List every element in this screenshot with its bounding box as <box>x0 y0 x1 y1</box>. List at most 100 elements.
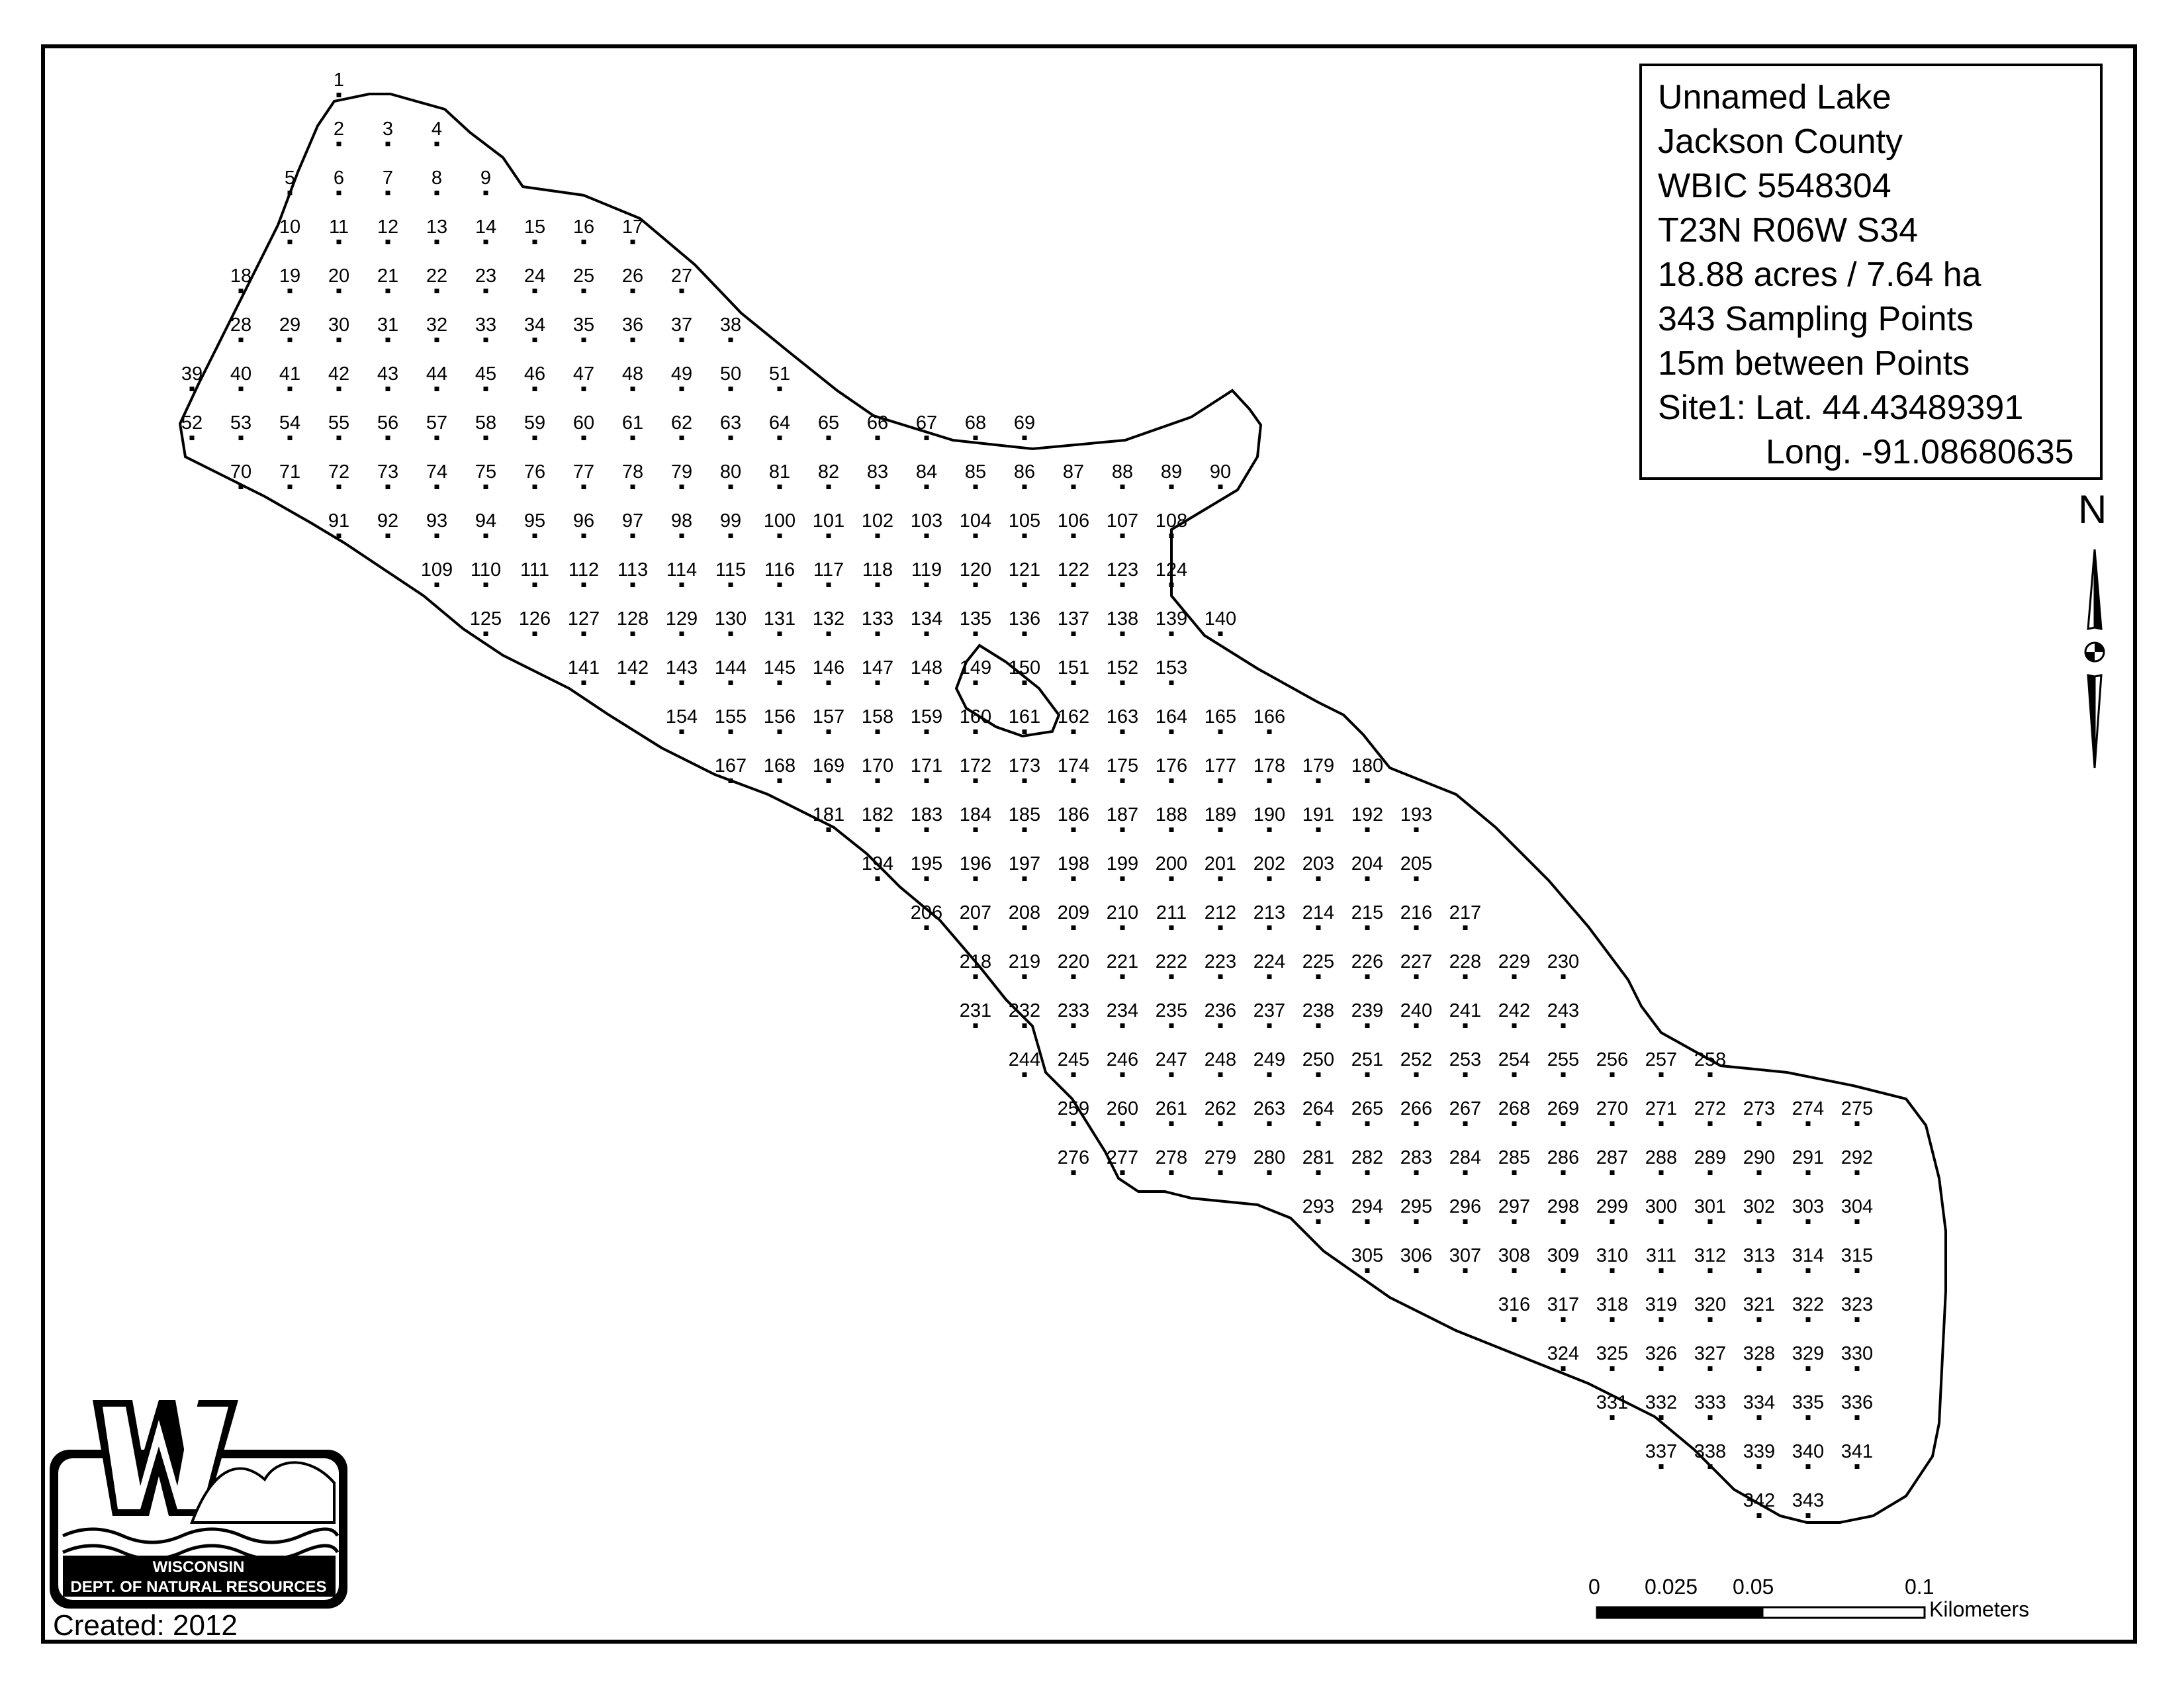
sampling-point-marker <box>1316 1023 1321 1028</box>
sampling-point-marker <box>1267 974 1272 979</box>
sampling-point-marker <box>1756 1268 1762 1273</box>
sampling-point-marker <box>924 534 929 538</box>
sampling-point-label: 113 <box>617 559 648 581</box>
sampling-point-marker <box>826 729 831 734</box>
sampling-point-marker <box>1022 827 1027 832</box>
sampling-point-marker <box>1169 534 1174 538</box>
sampling-point-label: 71 <box>279 461 300 483</box>
sampling-point-label: 253 <box>1449 1049 1481 1070</box>
sampling-point-label: 203 <box>1302 853 1334 874</box>
sampling-point-marker <box>777 436 782 440</box>
sampling-point-label: 198 <box>1058 853 1089 874</box>
sampling-point-label: 194 <box>862 853 893 874</box>
sampling-point-marker <box>1854 1268 1860 1273</box>
sampling-point-marker <box>1463 974 1468 979</box>
sampling-point-label: 302 <box>1743 1196 1775 1217</box>
sampling-point-marker <box>581 436 586 440</box>
sampling-point-label: 44 <box>426 363 447 385</box>
sampling-point-label: 318 <box>1596 1294 1628 1315</box>
sampling-point-label: 129 <box>666 608 698 630</box>
sampling-point-label: 160 <box>960 706 991 727</box>
sampling-point-marker <box>1120 534 1125 538</box>
sampling-point-marker <box>973 534 978 538</box>
sampling-point-label: 137 <box>1058 608 1089 630</box>
sampling-point-label: 249 <box>1253 1049 1285 1070</box>
sampling-point-marker <box>826 534 831 538</box>
sampling-point-marker <box>1414 1219 1419 1224</box>
sampling-point-label: 148 <box>911 657 942 679</box>
sampling-point-label: 28 <box>230 314 251 336</box>
sampling-point-marker <box>385 142 390 146</box>
sampling-point-label: 211 <box>1156 902 1187 923</box>
sampling-point-marker <box>189 436 195 440</box>
sampling-point-marker <box>679 534 684 538</box>
sampling-point-label: 237 <box>1253 1000 1285 1021</box>
sampling-point-marker <box>679 632 684 636</box>
sampling-point-label: 284 <box>1449 1147 1481 1168</box>
sampling-point-marker <box>1854 1464 1860 1469</box>
sampling-point-label: 311 <box>1646 1245 1676 1266</box>
sampling-point-label: 340 <box>1792 1441 1824 1462</box>
sampling-point-label: 95 <box>524 510 545 532</box>
sampling-point-marker <box>1463 925 1468 930</box>
sampling-point-marker <box>1610 1121 1615 1126</box>
sampling-point-marker <box>1120 485 1125 489</box>
sampling-point-marker <box>385 338 390 342</box>
sampling-point-label: 246 <box>1107 1049 1138 1070</box>
sampling-point-label: 60 <box>573 412 594 434</box>
sampling-point-marker <box>1414 1121 1419 1126</box>
sampling-point-marker <box>1071 925 1076 930</box>
sampling-point-marker <box>1120 876 1125 881</box>
sampling-point-label: 261 <box>1156 1098 1187 1119</box>
sampling-point-marker <box>1218 1023 1223 1028</box>
sampling-point-marker <box>581 289 586 293</box>
sampling-point-label: 138 <box>1107 608 1138 630</box>
sampling-point-marker <box>1267 1170 1272 1175</box>
sampling-point-marker <box>532 632 537 636</box>
sampling-point-label: 116 <box>764 559 795 581</box>
sampling-point-label: 147 <box>862 657 893 679</box>
sampling-point-label: 180 <box>1351 755 1383 776</box>
sampling-point-label: 231 <box>960 1000 991 1021</box>
sampling-point-marker <box>1071 1072 1076 1077</box>
sampling-point-marker <box>1561 1121 1566 1126</box>
sampling-point-marker <box>1365 1023 1370 1028</box>
sampling-point-marker <box>1316 876 1321 881</box>
sampling-point-label: 93 <box>426 510 447 532</box>
sampling-point-marker <box>679 387 684 391</box>
sampling-point-label: 224 <box>1253 951 1285 972</box>
sampling-point-marker <box>679 289 684 293</box>
sampling-point-label: 57 <box>426 412 447 434</box>
sampling-point-label: 184 <box>960 804 991 825</box>
scale-tick-0: 0 <box>1588 1575 1600 1599</box>
sampling-point-marker <box>1854 1415 1860 1420</box>
sampling-point-marker <box>1707 1464 1713 1469</box>
sampling-point-marker <box>630 680 635 685</box>
sampling-point-label: 322 <box>1792 1294 1824 1315</box>
sampling-point-marker <box>1169 1121 1174 1126</box>
sampling-point-marker <box>1610 1219 1615 1224</box>
sampling-point-marker <box>1218 827 1223 832</box>
sampling-point-marker <box>1169 1023 1174 1028</box>
sampling-point-marker <box>1659 1121 1664 1126</box>
scale-bar: 0 0.025 0.05 0.1 Kilometers <box>1588 1575 2029 1621</box>
sampling-point-marker <box>1120 974 1125 979</box>
sampling-point-marker <box>1512 1072 1517 1077</box>
sampling-point-label: 310 <box>1596 1245 1628 1266</box>
sampling-point-label: 126 <box>519 608 551 630</box>
sampling-point-marker <box>1267 1121 1272 1126</box>
sampling-point-label: 69 <box>1014 412 1035 434</box>
sampling-point-marker <box>532 485 537 489</box>
sampling-point-marker <box>1120 583 1125 587</box>
map-legend: Unnamed Lake Jackson County WBIC 5548304… <box>1639 64 2103 480</box>
sampling-point-marker <box>336 387 341 391</box>
sampling-point-marker <box>924 583 929 587</box>
sampling-point-marker <box>287 240 293 244</box>
sampling-point-label: 248 <box>1205 1049 1236 1070</box>
sampling-point-marker <box>581 680 586 685</box>
sampling-point-label: 53 <box>230 412 251 434</box>
sampling-point-label: 141 <box>568 657 600 679</box>
sampling-point-marker <box>1610 1268 1615 1273</box>
sampling-point-label: 281 <box>1302 1147 1334 1168</box>
sampling-point-label: 105 <box>1009 510 1040 532</box>
